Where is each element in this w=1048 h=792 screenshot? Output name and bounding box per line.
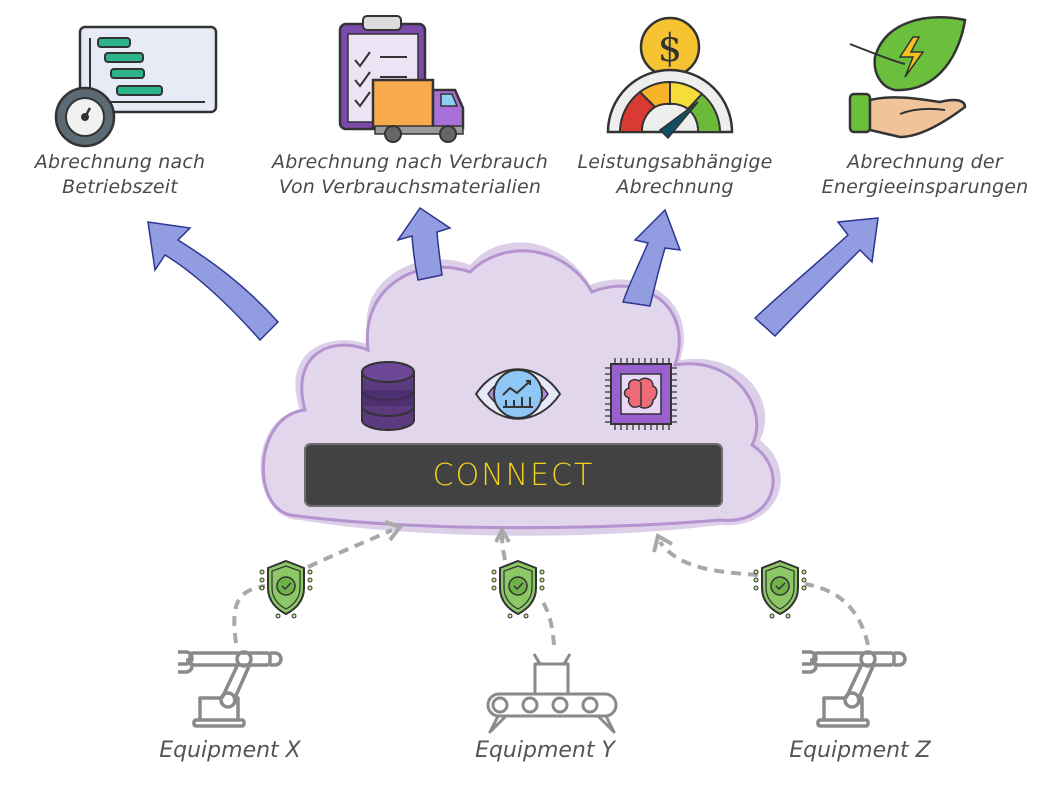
equipment-label-x: Equipment X bbox=[159, 738, 301, 763]
label-line: Abrechnung bbox=[616, 176, 734, 198]
label-line: Von Verbrauchsmaterialien bbox=[278, 176, 542, 198]
label-line: Abrechnung der bbox=[847, 151, 1003, 173]
security-shield-icon bbox=[259, 559, 313, 619]
security-shield-icon bbox=[753, 559, 807, 619]
label-line: Abrechnung nach bbox=[34, 151, 206, 173]
conveyor-belt-icon bbox=[486, 653, 618, 734]
security-shield-icon bbox=[491, 559, 545, 619]
coin-gauge-icon: $ bbox=[606, 16, 734, 140]
robot-arm-icon bbox=[178, 650, 283, 728]
database-icon bbox=[361, 361, 415, 431]
robot-arm-icon bbox=[802, 650, 907, 728]
gantt-timer-icon bbox=[54, 25, 218, 148]
analytics-eye-icon bbox=[474, 368, 562, 420]
connect-platform-bar: CONNECT bbox=[304, 443, 723, 507]
svg-text:$: $ bbox=[658, 26, 682, 70]
billing-label-verbrauch: Abrechnung nach Verbrauch Von Verbrauchs… bbox=[255, 150, 565, 200]
connect-logo: CONNECT bbox=[432, 457, 595, 493]
billing-label-energie: Abrechnung der Energieeinsparungen bbox=[810, 150, 1040, 200]
label-line: Energieeinsparungen bbox=[821, 176, 1029, 198]
billing-label-betriebszeit: Abrechnung nach Betriebszeit bbox=[20, 150, 220, 200]
label-line: Leistungsabhängige bbox=[577, 151, 773, 173]
clipboard-truck-icon bbox=[338, 15, 465, 143]
equipment-label-y: Equipment Y bbox=[475, 738, 615, 763]
leaf-energy-hand-icon bbox=[848, 16, 967, 139]
equipment-label-z: Equipment Z bbox=[789, 738, 931, 763]
label-line: Abrechnung nach Verbrauch bbox=[272, 151, 548, 173]
label-line: Betriebszeit bbox=[62, 176, 178, 198]
ai-chip-brain-icon bbox=[605, 358, 677, 430]
billing-label-leistung: Leistungsabhängige Abrechnung bbox=[560, 150, 790, 200]
